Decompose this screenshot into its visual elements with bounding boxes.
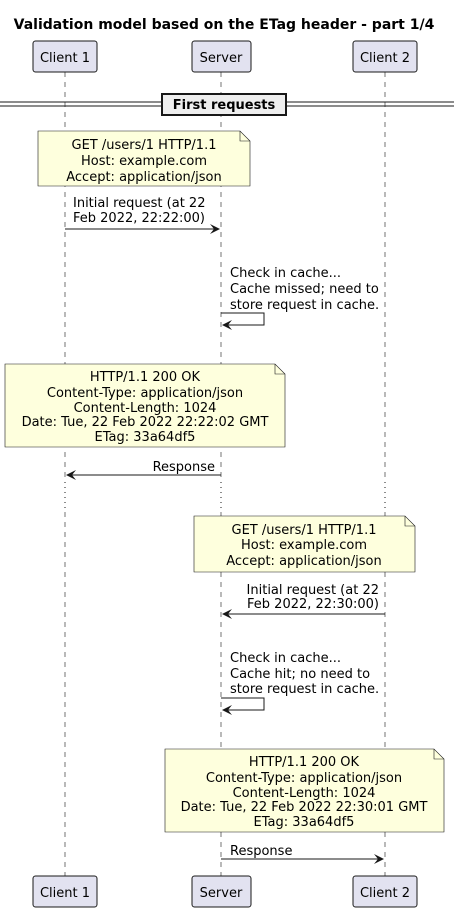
note-line: Host: example.com <box>241 538 367 553</box>
participant-label: Client 2 <box>360 51 410 66</box>
note-line: Content-Length: 1024 <box>74 401 217 416</box>
diagram-title: Validation model based on the ETag heade… <box>14 17 435 33</box>
note-line: Date: Tue, 22 Feb 2022 22:22:02 GMT <box>22 415 269 430</box>
message-label: Feb 2022, 22:30:00) <box>247 597 379 612</box>
message-response-2: Response <box>221 844 384 864</box>
participant-label: Client 1 <box>40 51 90 66</box>
participant-label: Client 1 <box>40 886 90 901</box>
message-response-1: Response <box>66 460 221 480</box>
note-line: ETag: 33a64df5 <box>254 815 355 830</box>
message-label: Response <box>153 460 215 475</box>
message-label: Initial request (at 22 <box>73 196 205 211</box>
participant-server-top: Server <box>191 40 252 73</box>
note-request-2: GET /users/1 HTTP/1.1 Host: example.com … <box>193 515 416 573</box>
participant-client-2-bottom: Client 2 <box>352 875 418 908</box>
note-line: Accept: application/json <box>226 554 382 569</box>
note-line: Accept: application/json <box>66 170 222 185</box>
message-label: Initial request (at 22 <box>247 583 379 598</box>
message-initial-request-2: Initial request (at 22 Feb 2022, 22:30:0… <box>222 583 385 619</box>
note-response-2: HTTP/1.1 200 OK Content-Type: applicatio… <box>164 748 445 833</box>
self-message-cache-check-1: Check in cache... Cache missed; need to … <box>221 266 379 330</box>
message-label: Check in cache... <box>230 266 341 281</box>
participant-client-1-bottom: Client 1 <box>32 875 98 908</box>
participant-label: Server <box>200 886 243 901</box>
note-line: Content-Type: application/json <box>47 386 243 401</box>
participant-label: Server <box>200 51 243 66</box>
note-line: GET /users/1 HTTP/1.1 <box>72 138 217 153</box>
message-label: store request in cache. <box>230 682 379 697</box>
message-label: Response <box>230 844 292 859</box>
divider-label: First requests <box>173 98 276 113</box>
note-line: Host: example.com <box>81 154 207 169</box>
message-initial-request-1: Initial request (at 22 Feb 2022, 22:22:0… <box>65 196 220 234</box>
note-request-1: GET /users/1 HTTP/1.1 Host: example.com … <box>37 130 251 187</box>
message-label: Feb 2022, 22:22:00) <box>73 211 205 226</box>
message-label: store request in cache. <box>230 298 379 313</box>
note-line: GET /users/1 HTTP/1.1 <box>232 523 377 538</box>
note-line: Date: Tue, 22 Feb 2022 22:30:01 GMT <box>181 800 428 815</box>
note-line: ETag: 33a64df5 <box>95 430 196 445</box>
participant-server-bottom: Server <box>191 875 252 908</box>
note-response-1: HTTP/1.1 200 OK Content-Type: applicatio… <box>4 363 286 448</box>
participant-client-1-top: Client 1 <box>32 40 98 73</box>
participant-label: Client 2 <box>360 886 410 901</box>
message-label: Check in cache... <box>230 651 341 666</box>
note-line: HTTP/1.1 200 OK <box>90 370 201 385</box>
divider-first-requests: First requests <box>0 93 454 116</box>
participant-client-2-top: Client 2 <box>352 40 418 73</box>
note-line: Content-Type: application/json <box>206 771 402 786</box>
message-label: Cache hit; no need to <box>230 667 370 682</box>
self-message-cache-check-2: Check in cache... Cache hit; no need to … <box>221 651 379 715</box>
message-label: Cache missed; need to <box>230 282 379 297</box>
note-line: HTTP/1.1 200 OK <box>249 755 360 770</box>
note-line: Content-Length: 1024 <box>233 786 376 801</box>
